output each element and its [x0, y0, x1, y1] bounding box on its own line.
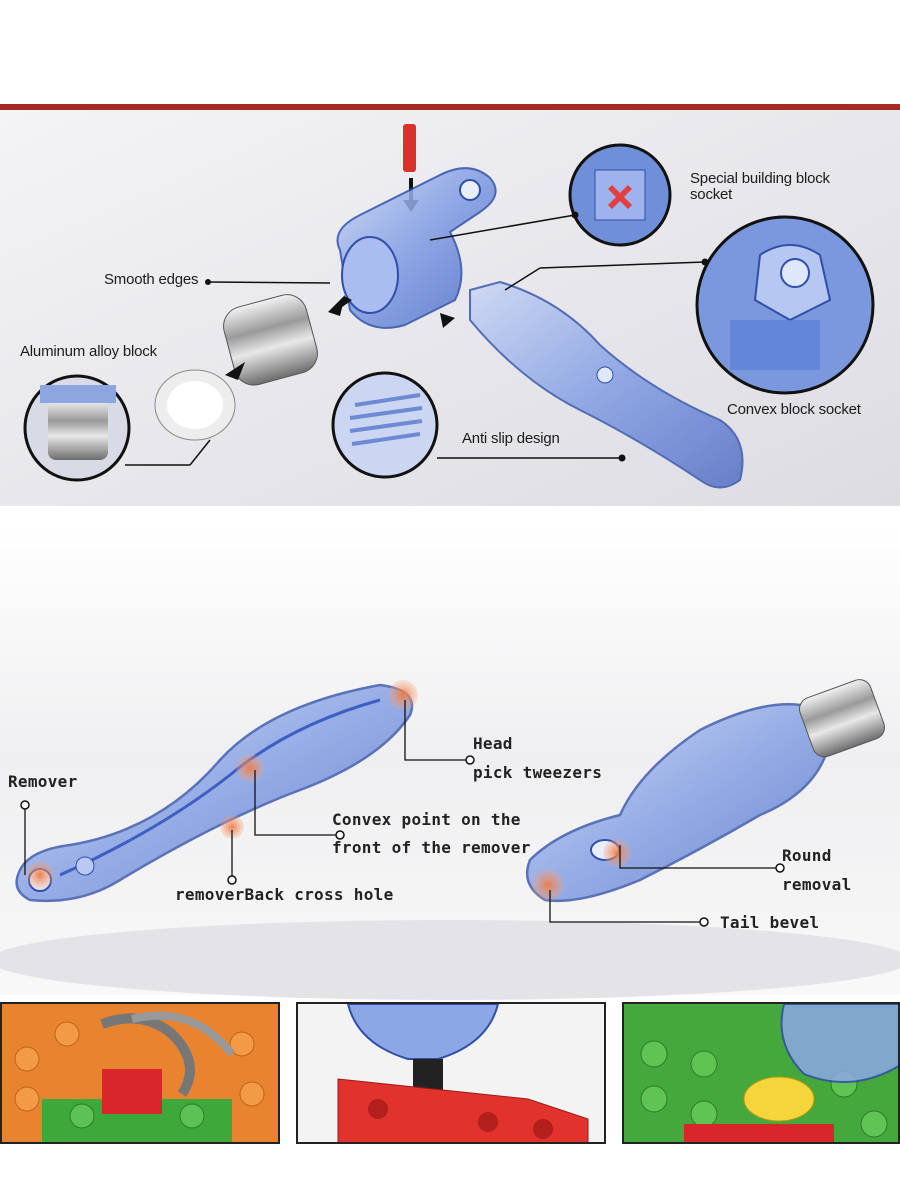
- arrow-block-icon: [225, 362, 245, 380]
- label-convex-point-line1: Convex point on the: [332, 810, 521, 829]
- zoom-anti-slip: [331, 371, 439, 479]
- socket-head: [336, 167, 497, 329]
- highlight-back-hole: [220, 815, 244, 839]
- wrench-handle: [469, 280, 744, 489]
- bricks-photo-drawing: [2, 1004, 278, 1142]
- beam-photo-drawing: [298, 1004, 604, 1142]
- label-remover: Remover: [8, 772, 78, 791]
- zoom-special-socket: [568, 143, 672, 247]
- label-head: Head: [473, 734, 513, 753]
- highlight-head: [388, 680, 418, 710]
- bottom-leader-lines: [24, 700, 780, 923]
- zoom-aluminum: [23, 374, 131, 482]
- orange-green-bricks-photo: [0, 1002, 280, 1144]
- label-round-line1: Round: [782, 846, 832, 865]
- arrow-socket-icon: [328, 295, 345, 316]
- top-leader-dots: [571, 211, 709, 462]
- highlight-remover: [26, 861, 54, 889]
- red-pin: [403, 124, 416, 172]
- aluminum-blocks: [154, 294, 318, 441]
- label-round-line2: removal: [782, 875, 852, 894]
- highlight-convex-point: [236, 754, 264, 782]
- label-pick-tweezers: pick tweezers: [473, 763, 603, 782]
- label-anti-slip: Anti slip design: [462, 430, 560, 447]
- pick-tool: [525, 679, 885, 903]
- label-special-socket-line2: socket: [690, 186, 733, 203]
- plate-photo-drawing: [624, 1004, 898, 1142]
- highlight-tail: [532, 869, 564, 901]
- highlight-round: [603, 839, 631, 867]
- label-back-cross-hole: removerBack cross hole: [175, 885, 394, 904]
- red-beam-photo: [296, 1002, 606, 1144]
- label-tail-bevel: Tail bevel: [720, 913, 820, 932]
- label-smooth-edges: Smooth edges: [104, 271, 199, 288]
- zoom-convex-socket: [695, 215, 875, 395]
- arrow-handle-icon: [440, 313, 455, 328]
- label-convex-point-line2: front of the remover: [332, 838, 531, 857]
- accent-bar: [0, 104, 900, 110]
- leader-dots: [20, 755, 785, 927]
- green-plate-photo: [622, 1002, 900, 1144]
- label-convex-socket: Convex block socket: [727, 401, 861, 418]
- label-special-socket-line1: Special building block: [690, 170, 830, 187]
- label-aluminum-block: Aluminum alloy block: [20, 343, 157, 360]
